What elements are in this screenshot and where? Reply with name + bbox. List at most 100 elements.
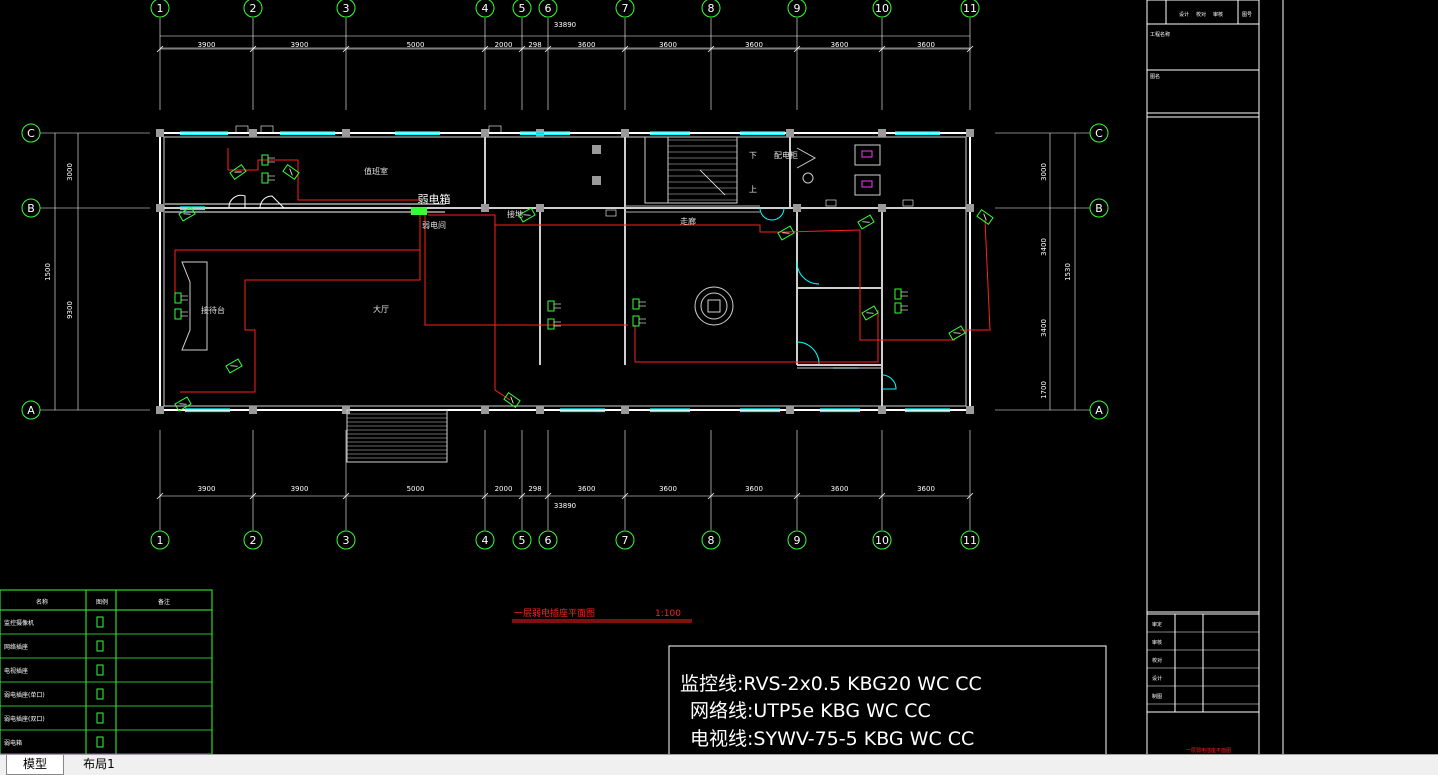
dim-total: 33890 [554,21,576,29]
room-label-aux: 接地 [507,209,523,219]
axis-label-col: 8 [708,2,715,15]
room-label-panel: 弱电箱 [418,192,451,206]
camera-lens [230,365,238,367]
camera-lens [234,171,242,173]
dim-tick [878,45,886,53]
dim-span: 3600 [745,485,763,493]
axis-label-col: 7 [622,2,629,15]
axis-label-row: A [27,404,35,417]
socket-box [894,302,902,314]
axis-label-col: 5 [519,2,526,15]
column [966,129,974,137]
camera-icon [174,396,192,412]
axis-bubble [475,530,495,550]
drawing-title: 一层弱电插座平面图 [514,607,595,619]
dim-span: 2000 [495,485,513,493]
socket-box [174,292,182,304]
column [786,406,794,414]
camera-icon [857,214,875,230]
tb-top-2: 审核 [1213,11,1223,18]
camera-body [229,164,247,180]
camera-body [282,164,300,180]
socket-box [632,315,640,327]
dim-span: 5000 [407,41,425,49]
legend-symbol [96,688,104,700]
dim-tick [249,45,257,53]
tb-stamp-label: 审核 [1152,639,1162,646]
stair-arrow [699,169,726,196]
panel-icon [411,207,427,215]
dim-span: 3900 [291,485,309,493]
legend-item-label: 弱电箱 [4,739,22,747]
note-tv-cable: 电视线:SYWV-75-5 KBG WC CC [690,728,974,750]
socket-icon [894,288,908,300]
socket-box [547,300,555,312]
axis-bubble [21,198,41,218]
column [156,129,164,137]
socket-icon [174,292,188,304]
axis-label-col: 9 [794,2,801,15]
dim-tick [342,45,350,53]
stair-down-label: 下 [749,151,757,160]
axis-label-col: 4 [482,534,489,547]
dim-left-span: 3000 [66,163,74,181]
dim-tick [544,45,552,53]
dim-tick [707,492,715,500]
dim-right-span: 3400 [1040,238,1048,256]
dim-span: 3900 [198,485,216,493]
camera-body [861,305,879,321]
socket-box [261,154,269,166]
column [878,204,886,212]
drawing-scale: 1:100 [655,609,681,619]
dim-span: 3600 [917,41,935,49]
legend-item-label: 网络插座 [4,643,28,651]
socket-icon [174,308,188,320]
dim-span: 3900 [291,41,309,49]
camera-body [503,392,521,408]
axis-bubble [475,0,495,18]
axis-label-col: 11 [963,2,977,15]
socket-icon [632,298,646,310]
camera-lens [782,232,790,234]
axis-label-row: B [1095,202,1103,215]
dim-left-span: 9300 [66,301,74,319]
camera-lens [183,213,191,215]
socket-box [894,288,902,300]
camera-icon [976,209,994,225]
socket-icon [632,315,646,327]
socket-icon [261,172,275,184]
axis-bubble [538,530,558,550]
column [786,129,794,137]
dim-tick [544,492,552,500]
axis-label-row: A [1095,404,1103,417]
tb-stamp-label: 校对 [1152,657,1162,664]
axis-label-col: 10 [875,2,889,15]
dim-tick [249,492,257,500]
socket-box [261,172,269,184]
axis-bubble [538,0,558,18]
dim-right-span: 3000 [1040,163,1048,181]
dim-left-total: 1500 [44,263,52,281]
tab-model[interactable]: 模型 [6,755,64,775]
column [966,406,974,414]
legend-item-label: 弱电插座(单口) [4,691,45,699]
socket-icon [235,125,249,134]
axis-bubble [615,530,635,550]
column [156,406,164,414]
dim-span: 5000 [407,485,425,493]
dim-span: 3600 [659,485,677,493]
socket-box [632,298,640,310]
dim-span: 3600 [917,485,935,493]
legend-symbol [96,616,104,628]
axis-label-col: 1 [157,2,164,15]
column [536,406,544,414]
legend-symbol [96,736,104,748]
door-layer [228,194,897,390]
tab-layout1[interactable]: 布局1 [83,757,115,771]
room-labels: 值班室 弱电箱 弱电间 大厅 接待台 走廊 上 下 配电柜 接地 [201,150,798,315]
axis-bubble [21,400,41,420]
drawing-title-block: 一层弱电插座平面图 1:100 [512,607,692,623]
column [156,204,164,212]
column [342,406,350,414]
